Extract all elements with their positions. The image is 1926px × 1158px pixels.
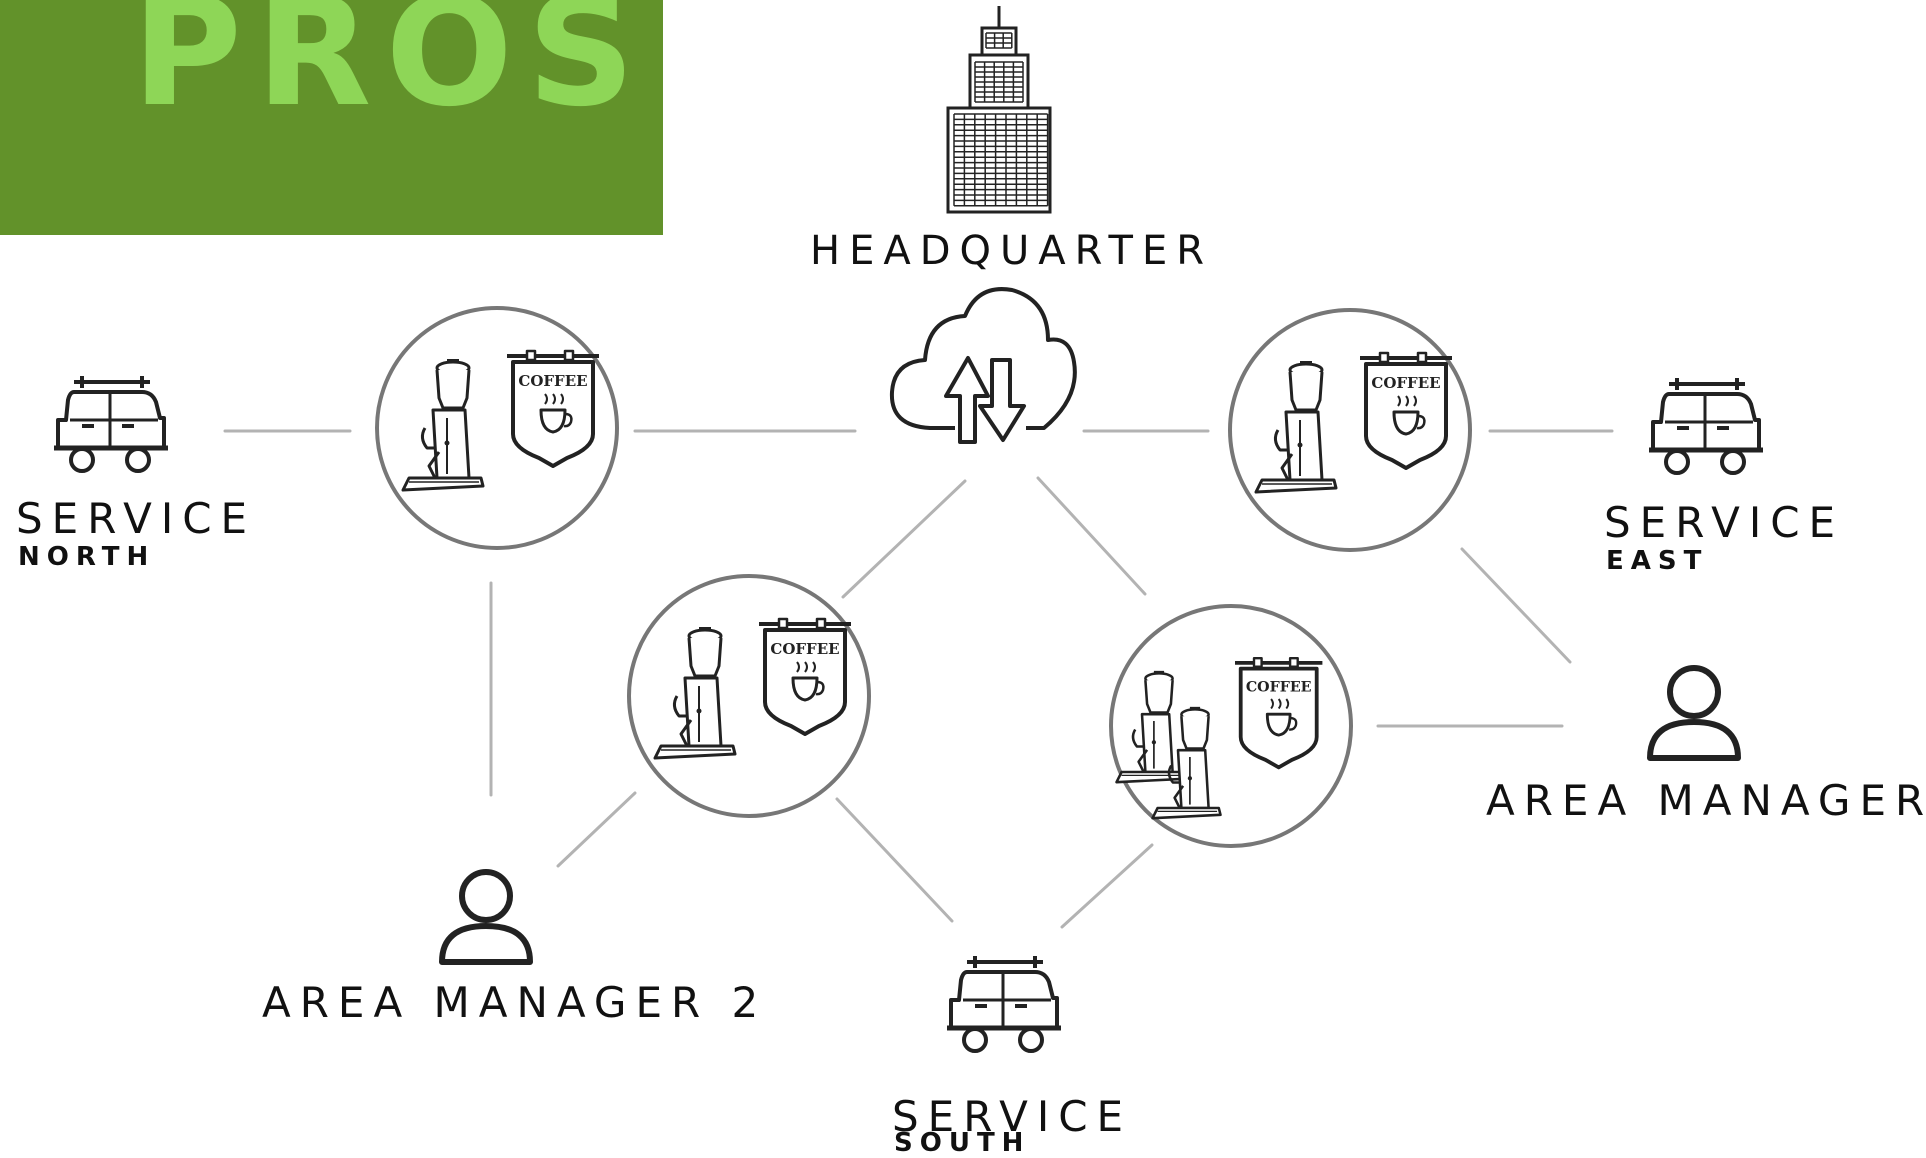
conn-shop-se-van-south	[1060, 843, 1154, 929]
conn-cloud-shop-se	[1036, 476, 1147, 596]
service-south-label: SERVICE	[892, 1092, 1133, 1141]
area-manager-1-label: AREA MANAGER 1	[1486, 776, 1926, 825]
service-east-van-icon	[1649, 378, 1763, 473]
pros-banner-title: PROS	[132, 0, 649, 140]
conn-shop-center-manager2	[556, 791, 637, 868]
coffee-shop-northeast-sign-icon	[1358, 351, 1454, 470]
coffee-shop-northwest-sign-icon	[505, 349, 601, 468]
service-south-van-icon	[947, 956, 1061, 1051]
headquarter-skyscraper-icon	[946, 6, 1052, 214]
area-manager-1-person-icon	[1650, 668, 1738, 758]
service-north-region: NORTH	[18, 542, 156, 572]
pros-banner: PROS	[0, 0, 663, 235]
coffee-shop-center-sign-icon	[757, 617, 853, 736]
coffee-shop-southeast-sign-icon	[1233, 656, 1325, 770]
area-manager-2-person-icon	[442, 872, 530, 962]
conn-shop-center-van-south	[835, 797, 954, 923]
service-east-label: SERVICE	[1604, 498, 1845, 547]
conn-shop-ne-manager1	[1460, 547, 1572, 664]
conn-cloud-shop-center	[841, 479, 967, 599]
cloud-sync-icon	[889, 287, 1077, 444]
service-north-label: SERVICE	[16, 494, 257, 543]
area-manager-2-label: AREA MANAGER 2	[262, 978, 768, 1027]
service-north-van-icon	[54, 376, 168, 471]
headquarter-label: HEADQUARTER	[810, 228, 1214, 274]
service-south-region: SOUTH	[894, 1128, 1031, 1158]
service-east-region: EAST	[1606, 546, 1709, 576]
